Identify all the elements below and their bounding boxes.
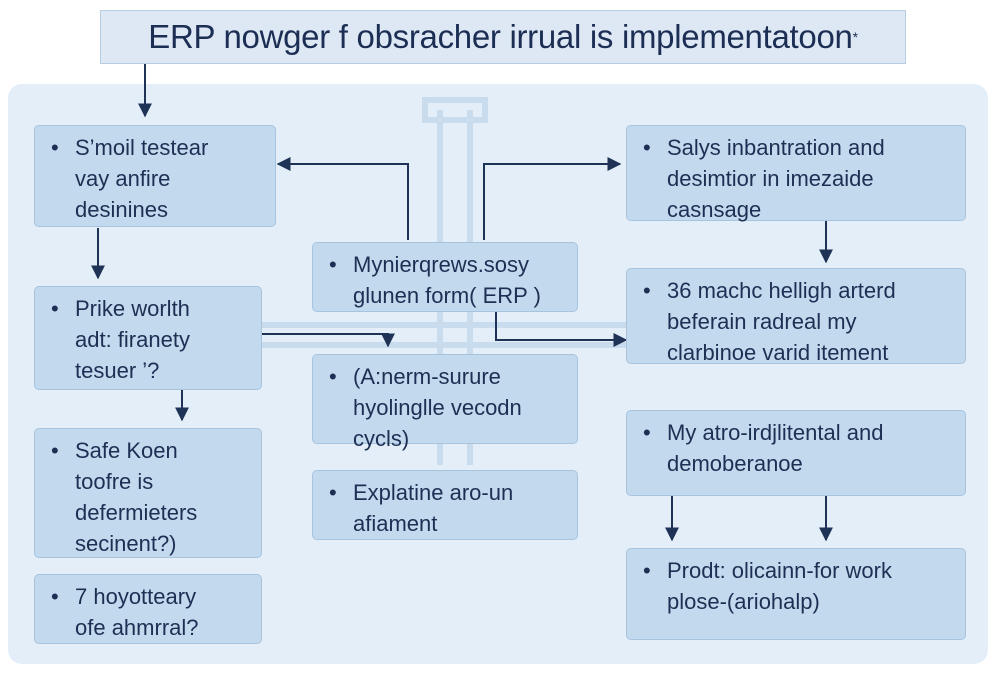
bullet-icon: •	[643, 420, 651, 445]
bullet-icon: •	[51, 584, 59, 609]
bullet-icon: •	[51, 135, 59, 160]
node-right-3: • My atro-irdjlitental and demoberanoe	[626, 410, 966, 496]
node-left-3: • Safe Koen toofre is defermieters secin…	[34, 428, 262, 558]
node-left-1: • S’moil testear vay anfire desinines	[34, 125, 276, 227]
diagram-title-text: ERP nowger f obsracher irrual is impleme…	[148, 18, 853, 55]
title-mark: *	[852, 29, 858, 45]
arrow-center-to-left-1	[276, 157, 409, 240]
node-left-1-text: S’moil testear vay anfire desinines	[75, 135, 209, 222]
node-right-4: • Prodt: olicainn-for work plose-(arioha…	[626, 548, 966, 640]
node-right-3-text: My atro-irdjlitental and demoberanoe	[667, 420, 884, 476]
node-left-2-text: Prike worlth adt: firanety tesuer ’?	[75, 296, 190, 383]
node-left-3-text: Safe Koen toofre is defermieters secinen…	[75, 438, 198, 556]
bullet-icon: •	[329, 252, 337, 277]
node-center-1: • Mynierqrews.sosy glunen form( ERP )	[312, 242, 578, 312]
bullet-icon: •	[329, 480, 337, 505]
node-center-2: • (A:nerm-surure hyolinglle vecodn cycls…	[312, 354, 578, 451]
arrow-center-to-right-1	[483, 157, 622, 240]
bullet-icon: •	[643, 278, 651, 303]
node-left-4-text: 7 hoyotteary ofe ahmrral?	[75, 584, 199, 640]
arrow-left-2-to-center-2	[262, 333, 395, 348]
node-left-4: • 7 hoyotteary ofe ahmrral?	[34, 574, 262, 644]
node-right-2-text: 36 machc helligh arterd beferain radreal…	[667, 278, 896, 365]
arrow-center-1-to-center-2	[495, 312, 628, 347]
bullet-icon: •	[643, 135, 651, 160]
bullet-icon: •	[329, 364, 337, 389]
node-center-1-text: Mynierqrews.sosy glunen form( ERP )	[353, 252, 541, 308]
node-right-1-text: Salys inbantration and desimtior in imez…	[667, 135, 885, 222]
node-right-4-text: Prodt: olicainn-for work plose-(ariohalp…	[667, 558, 892, 614]
bullet-icon: •	[643, 558, 651, 583]
node-center-2-text: (A:nerm-surure hyolinglle vecodn cycls)	[353, 364, 522, 451]
diagram-title: ERP nowger f obsracher irrual is impleme…	[100, 10, 906, 64]
node-center-3: • Explatine aro-un afiament	[312, 470, 578, 540]
node-right-1: • Salys inbantration and desimtior in im…	[626, 125, 966, 222]
node-center-3-text: Explatine aro-un afiament	[353, 480, 514, 536]
node-right-2: • 36 machc helligh arterd beferain radre…	[626, 268, 966, 365]
bullet-icon: •	[51, 296, 59, 321]
node-left-2: • Prike worlth adt: firanety tesuer ’?	[34, 286, 262, 390]
bullet-icon: •	[51, 438, 59, 463]
